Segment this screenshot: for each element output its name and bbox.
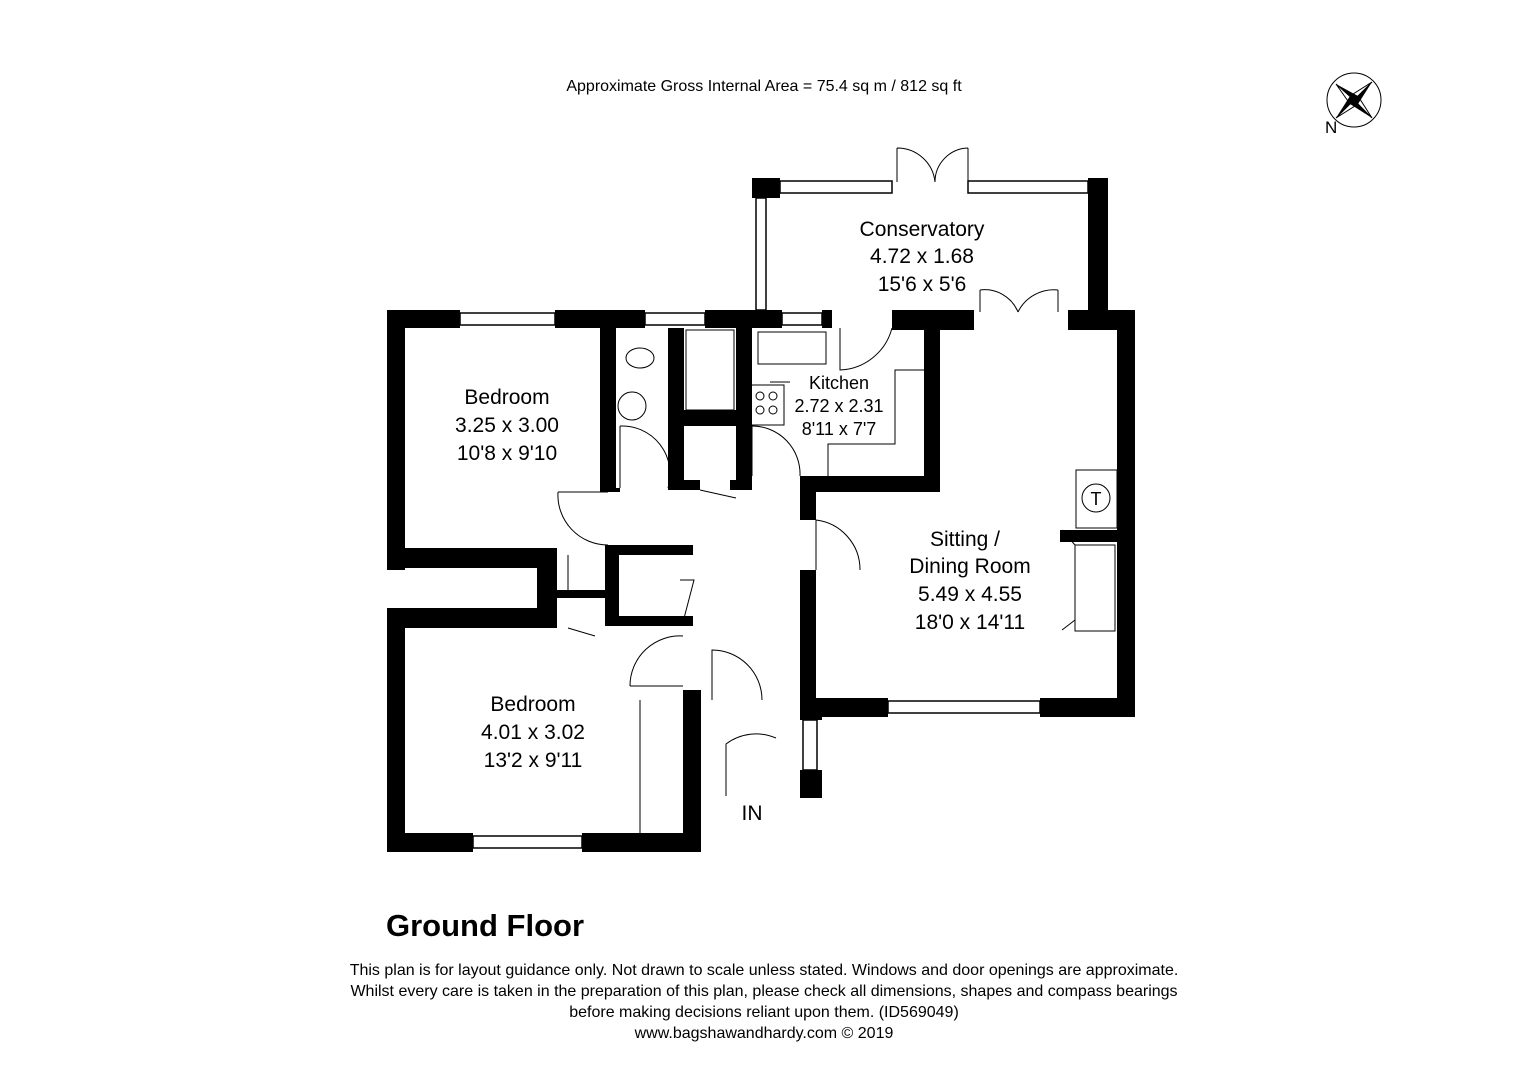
room-sitting-dining: Sitting / Dining Room 5.49 x 4.55 18'0 x… [909, 528, 1030, 634]
room-bedroom-2: Bedroom 4.01 x 3.02 13'2 x 9'11 [481, 693, 585, 772]
windows [459, 180, 1089, 849]
entrance-label: IN [742, 802, 763, 825]
disclaimer-line: Whilst every care is taken in the prepar… [350, 983, 1178, 1000]
room-conservatory: Conservatory 4.72 x 1.68 15'6 x 5'6 [860, 218, 985, 296]
svg-text:4.72 x 1.68: 4.72 x 1.68 [870, 245, 974, 268]
svg-text:4.01 x 3.02: 4.01 x 3.02 [481, 721, 585, 744]
tank-icon [1081, 483, 1111, 513]
hob-icon [749, 384, 785, 426]
svg-text:Bedroom: Bedroom [464, 386, 549, 409]
svg-text:13'2 x 9'11: 13'2 x 9'11 [484, 749, 583, 772]
svg-text:15'6 x 5'6: 15'6 x 5'6 [878, 273, 967, 296]
disclaimer-line: before making decisions reliant upon the… [569, 1004, 959, 1021]
svg-text:Sitting /: Sitting / [930, 528, 1000, 551]
tank-label: T [1091, 489, 1102, 509]
svg-text:Conservatory: Conservatory [860, 218, 985, 241]
doors [557, 147, 1059, 796]
svg-text:10'8 x 9'10: 10'8 x 9'10 [457, 442, 557, 465]
toilet-icon [625, 347, 655, 369]
floor-title: Ground Floor [386, 908, 585, 943]
room-bedroom-1: Bedroom 3.25 x 3.00 10'8 x 9'10 [455, 386, 559, 465]
svg-text:8'11 x 7'7: 8'11 x 7'7 [802, 419, 877, 439]
svg-text:5.49 x 4.55: 5.49 x 4.55 [918, 583, 1022, 606]
room-kitchen: Kitchen 2.72 x 2.31 8'11 x 7'7 [794, 373, 883, 439]
sink-icon [757, 331, 827, 365]
svg-text:Dining Room: Dining Room [909, 555, 1030, 578]
compass-north-label: N [1325, 118, 1337, 137]
disclaimer: This plan is for layout guidance only. N… [0, 960, 1528, 1044]
svg-text:3.25 x 3.00: 3.25 x 3.00 [455, 414, 559, 437]
svg-text:2.72 x 2.31: 2.72 x 2.31 [794, 396, 883, 416]
svg-text:Bedroom: Bedroom [490, 693, 575, 716]
fixtures [617, 329, 1118, 833]
website-copyright: www.bagshawandhardy.com © 2019 [634, 1025, 894, 1042]
walls [387, 178, 1135, 852]
bath-icon [685, 329, 735, 411]
disclaimer-line: This plan is for layout guidance only. N… [349, 962, 1179, 979]
basin-icon [617, 391, 647, 421]
gross-internal-area: Approximate Gross Internal Area = 75.4 s… [566, 78, 962, 95]
svg-text:18'0 x 14'11: 18'0 x 14'11 [915, 611, 1025, 634]
svg-text:Kitchen: Kitchen [809, 373, 869, 393]
compass-rose-icon [1326, 72, 1382, 128]
